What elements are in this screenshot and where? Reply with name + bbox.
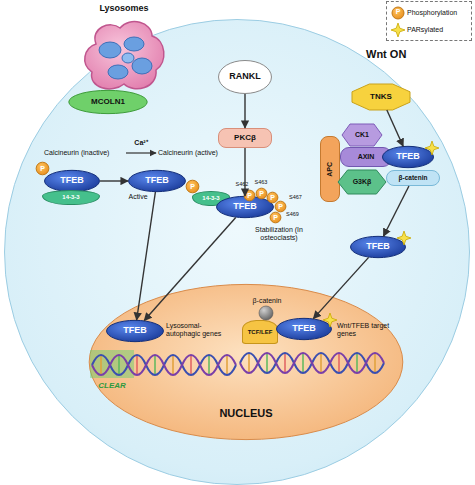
protein-oval: TFEB: [106, 320, 164, 342]
node-text: TFEB: [60, 176, 84, 185]
phospho-circle: P: [275, 201, 286, 212]
lysosome-shape: Lysosomes: [76, 4, 172, 94]
node-text: β-catenin: [399, 175, 428, 182]
legend-text: PARsylated: [407, 26, 443, 34]
note-label: Stabilization (In osteoclasts): [250, 226, 308, 241]
legend-phospho-swatch: [392, 7, 404, 19]
site-label: S463: [252, 179, 270, 185]
protein-oval: TFEB: [350, 236, 406, 258]
node-text: TFEB: [292, 324, 316, 333]
node-text: NUCLEUS: [219, 408, 272, 420]
site-label: S462: [233, 181, 251, 187]
node-text: APC: [326, 162, 333, 177]
protein-oval: TFEB: [276, 318, 332, 340]
transcription-factor: TCF/LEF: [242, 320, 278, 344]
phospho-circle: P: [270, 212, 281, 223]
node-text: P: [40, 165, 45, 172]
phospho-circle: P: [186, 180, 199, 193]
kinase-hexagon: G3Kβ: [338, 170, 386, 194]
site-label: S467: [289, 194, 307, 200]
gene-label: Lysosomal-autophagic genes: [166, 322, 230, 337]
node-text: P: [278, 203, 283, 210]
node-text: TFEB: [145, 176, 169, 185]
ion-label: Ca²⁺: [128, 139, 154, 147]
arrow-connector: [100, 180, 128, 181]
node-text: Lysosomes: [99, 4, 148, 13]
arrow-connector: [244, 94, 245, 128]
nucleus-ellipse: NUCLEUS TFEB CLEAR TCF/LEF TFEB: [86, 282, 406, 442]
node-text: RANKL: [229, 72, 261, 81]
phospho-circle: P: [36, 162, 49, 175]
node-text: P: [273, 214, 278, 221]
node-text: TFEB: [123, 326, 147, 335]
phospho-circle: P: [267, 192, 278, 203]
protein-oval: TFEB: [382, 146, 434, 168]
shape-outline: [76, 4, 172, 94]
node-text: MCOLN1: [91, 98, 125, 106]
state-label: Active: [124, 193, 152, 201]
node-text: P: [259, 190, 264, 197]
node-text: P: [190, 183, 195, 190]
protein-oval: TFEB: [128, 170, 186, 192]
arrow-connector: [244, 148, 245, 196]
beta-catenin-ball: [259, 306, 273, 320]
protein-box: β-catenin: [386, 170, 440, 186]
protein-label: β-catenin: [246, 297, 288, 305]
node-text: CLEAR: [98, 382, 126, 390]
node-text: G3Kβ: [353, 178, 372, 185]
enzyme-octagon: TNKS: [352, 84, 410, 110]
state-label: Calcineurin (inactive): [44, 149, 126, 157]
condition-label: Wnt ON: [366, 48, 426, 60]
arrow-connector: [387, 110, 403, 146]
channel-ellipse: MCOLN1: [68, 90, 148, 114]
arrow-connector: [383, 186, 408, 236]
node-text: PKCβ: [234, 134, 256, 142]
node-text: TFEB: [233, 202, 257, 211]
state-label: Calcineurin (active): [158, 149, 238, 157]
gene-label: Wnt/TFEB target genes: [337, 322, 399, 337]
kinase-hexagon: CK1: [342, 124, 382, 146]
node-text: 14-3-3: [202, 195, 219, 201]
protein-oval: TFEB: [44, 170, 100, 192]
node-text: CK1: [355, 131, 369, 138]
node-text: P: [270, 194, 275, 201]
phospho-circle: P: [256, 188, 267, 199]
legend-parsyl-swatch: [391, 23, 405, 37]
legend-text: Phosphorylation: [407, 9, 457, 17]
node-text: 14-3-3: [62, 194, 79, 200]
node-text: TNKS: [370, 93, 392, 101]
node-text: TFEB: [366, 242, 390, 251]
site-label: S469: [286, 211, 304, 217]
scaffold-bar: APC: [320, 136, 340, 202]
node-text: TCF/LEF: [248, 329, 273, 335]
calcineurin-arrow: [126, 152, 156, 153]
node-text: AXIN: [358, 153, 375, 160]
node-text: TFEB: [396, 152, 420, 161]
node-text: P: [247, 192, 252, 199]
kinase-box: PKCβ: [218, 128, 272, 148]
ligand-ellipse: RANKL: [218, 60, 272, 94]
legend-symbol: P: [392, 8, 404, 16]
